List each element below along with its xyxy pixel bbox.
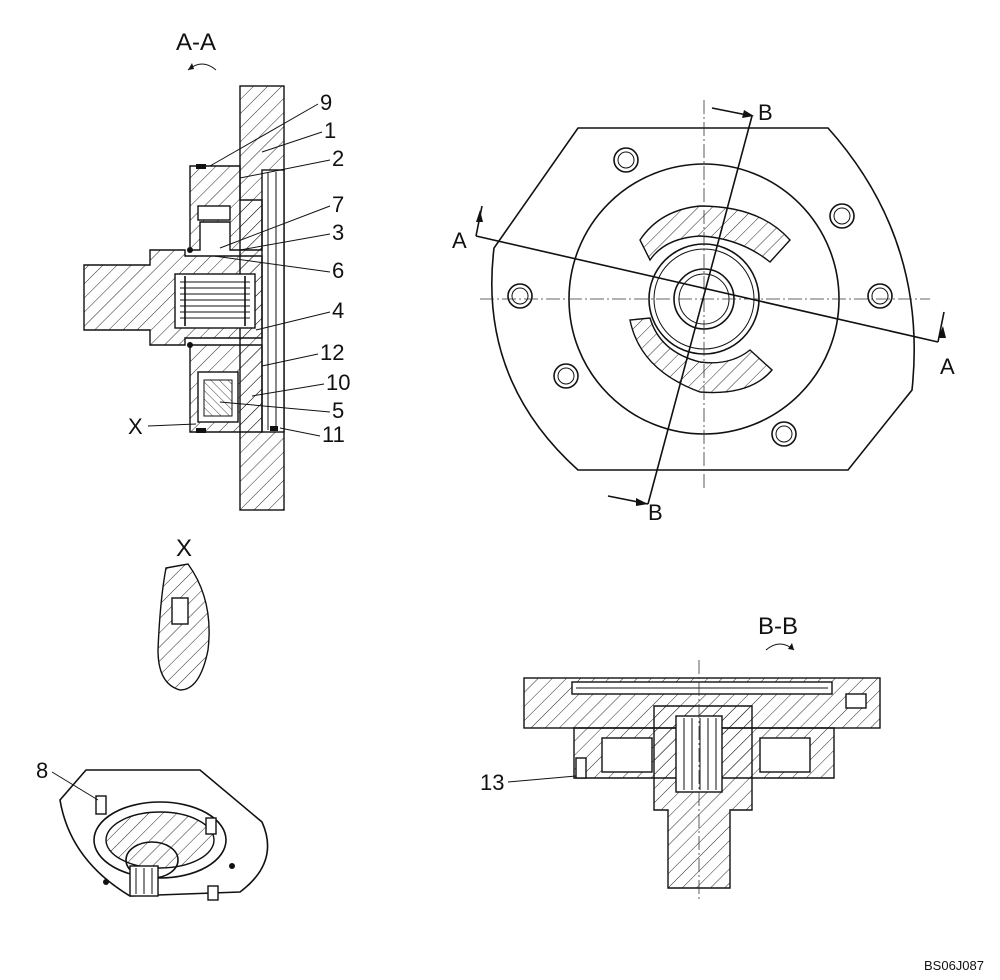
callout-2: 2	[332, 146, 344, 171]
drawing-code: BS06J087	[924, 958, 984, 973]
cut-b-start-label: B	[758, 100, 773, 125]
callout-1: 1	[324, 118, 336, 143]
cut-a-end-label: A	[940, 354, 955, 379]
callout-7: 7	[332, 192, 344, 217]
callout-13: 13	[480, 770, 504, 795]
detail-x-title: X	[176, 535, 192, 562]
detail-x-section	[157, 563, 210, 691]
callout-10: 10	[326, 370, 350, 395]
flange-outline	[491, 127, 915, 471]
iso-pin-8	[95, 795, 107, 815]
callout-12: 12	[320, 340, 344, 365]
gerotor-upper	[639, 205, 791, 263]
cut-line-b	[647, 115, 753, 505]
gerotor-lower	[629, 317, 773, 394]
cut-b-end-label: B	[648, 500, 663, 525]
aa-callouts: 9 1 2 7 3 6 4 12 10 5 11 X	[128, 90, 350, 447]
callout-6: 6	[332, 258, 344, 283]
section-bb-view: B-B 13	[480, 613, 881, 900]
front-view: A A B B	[452, 100, 955, 525]
bb-pin	[575, 757, 587, 779]
callout-5: 5	[332, 398, 344, 423]
isometric-view: 8	[36, 758, 269, 901]
detail-x-marker: X	[128, 414, 143, 439]
needle-bearing	[174, 273, 256, 329]
callout-11: 11	[322, 422, 345, 447]
callout-8: 8	[36, 758, 48, 783]
callout-9: 9	[320, 90, 332, 115]
section-bb-title: B-B	[758, 613, 798, 640]
section-aa-view: A-A	[83, 29, 350, 511]
detail-x-view: X	[157, 535, 210, 691]
callout-4: 4	[332, 298, 344, 323]
section-aa-title: A-A	[176, 29, 216, 56]
cut-a-start-label: A	[452, 228, 467, 253]
callout-3: 3	[332, 220, 344, 245]
cut-line-a	[475, 235, 939, 343]
bolt-holes	[507, 147, 893, 447]
